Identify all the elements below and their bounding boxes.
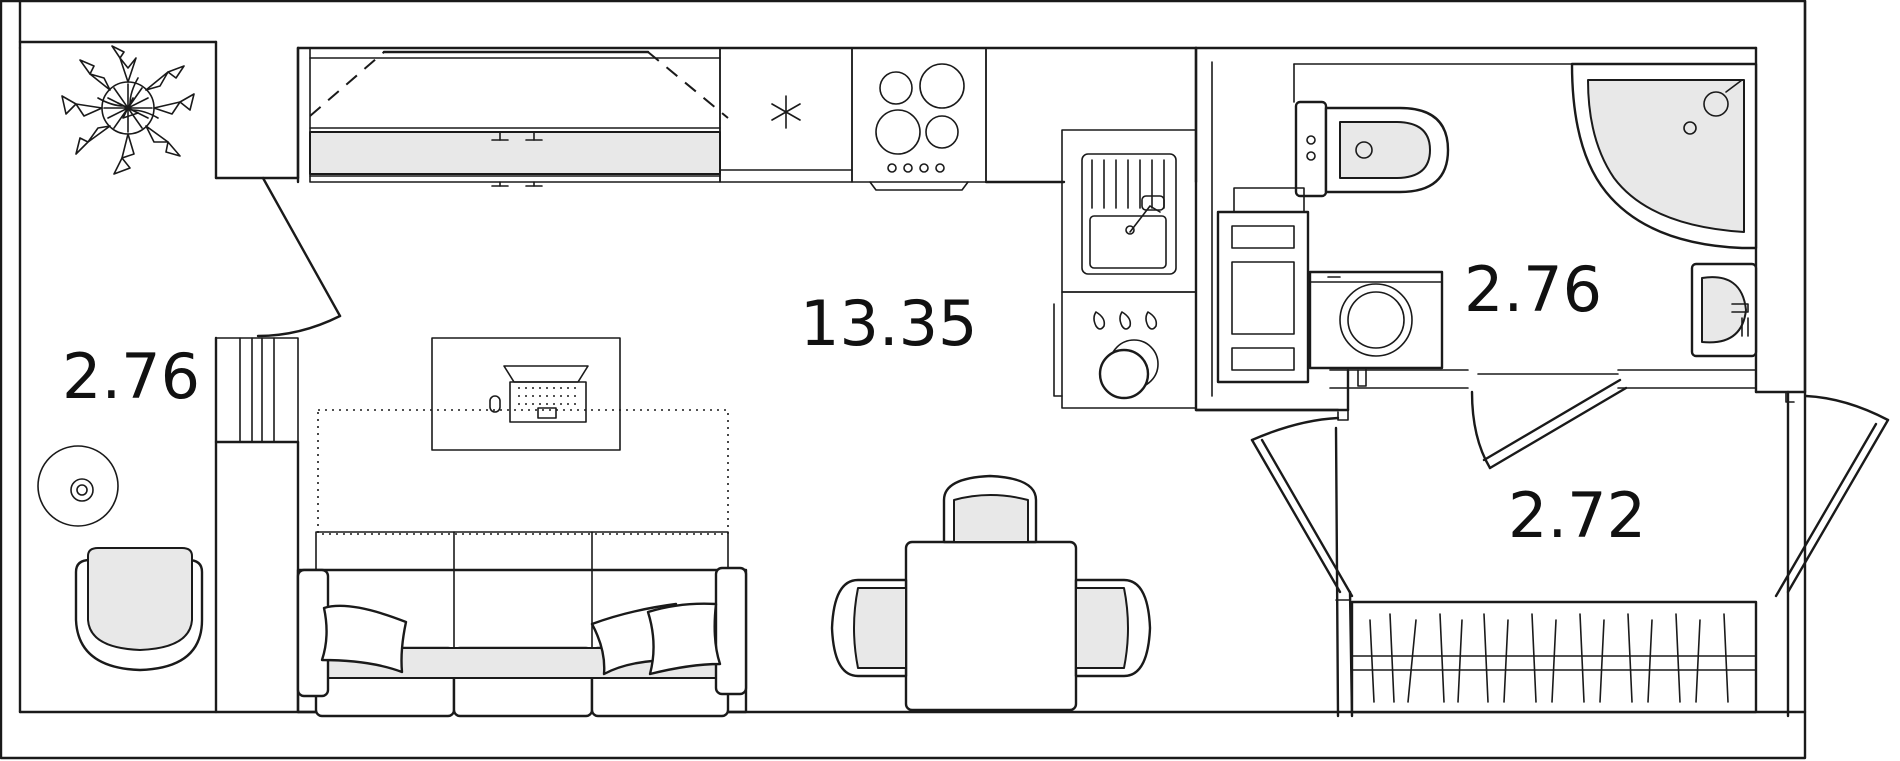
area-label-entrance: 2.72 (1508, 479, 1646, 552)
dining-table (904, 540, 1078, 712)
toilet-icon (1294, 100, 1450, 198)
sink-cabinet (1061, 129, 1197, 293)
washing-machine-icon (1308, 270, 1444, 370)
fridge-star-icon (771, 95, 801, 129)
washbasin-icon (1690, 262, 1758, 358)
kitchen-counter (296, 46, 1198, 187)
dining-chair-left (830, 578, 908, 678)
loggia-door (256, 176, 342, 338)
tv-stand (317, 337, 729, 535)
area-label-bathroom: 2.76 (1464, 253, 1602, 326)
dining-chair-top (942, 474, 1038, 544)
plant-icon (61, 45, 195, 175)
shower-icon (1570, 62, 1758, 250)
laptop-icon (489, 365, 589, 423)
area-label-studio: 13.35 (800, 287, 978, 360)
area-label-loggia: 2.76 (62, 340, 200, 413)
sofa (296, 531, 748, 718)
cooktop-icon (869, 63, 969, 191)
armchair-icon (74, 547, 204, 672)
entrance-walls (1250, 390, 1890, 718)
dining-chair-right (1074, 578, 1152, 678)
bathroom-door (1346, 367, 1628, 470)
round-side-table (37, 445, 119, 527)
dishwasher (1053, 291, 1197, 409)
storage-rack (1216, 187, 1310, 384)
